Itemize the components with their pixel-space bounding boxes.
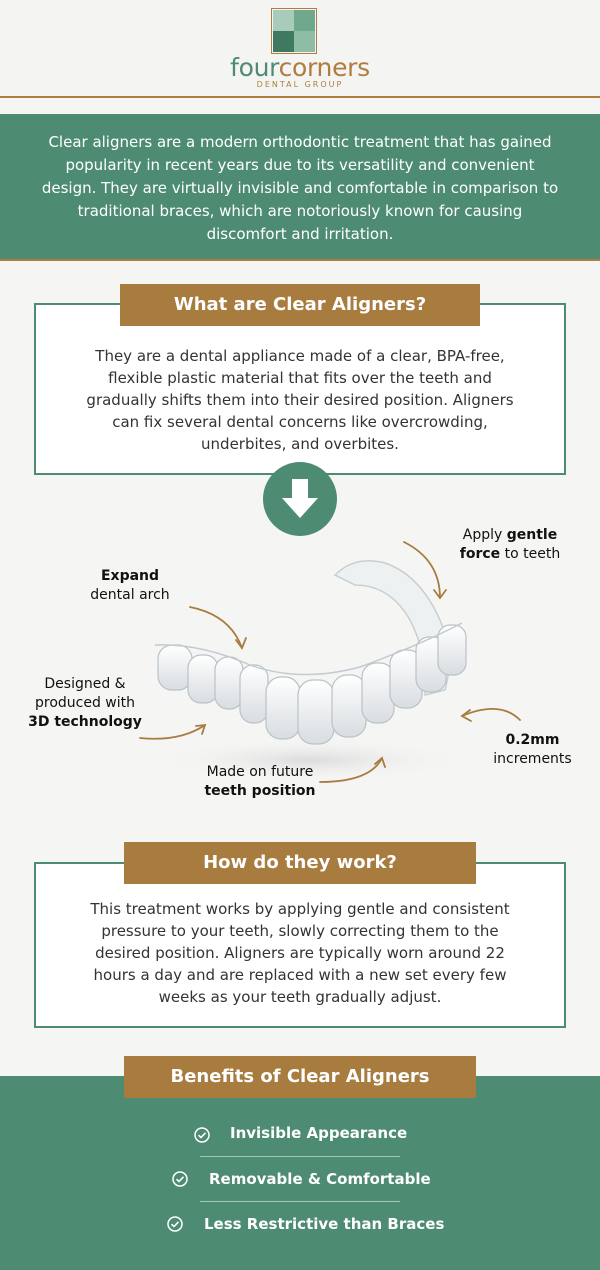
aligner-illustration: [150, 560, 470, 782]
check-circle-icon: [194, 1127, 210, 1143]
label-designed: Designed & produced with 3D technology: [10, 675, 160, 732]
what-box: They are a dental appliance made of a cl…: [34, 303, 566, 475]
header-divider: [0, 96, 600, 98]
brand-name-part2: corners: [278, 53, 371, 82]
label-designed-line2: produced with: [34, 695, 135, 711]
benefit-item-less-restrictive: Less Restrictive than Braces: [204, 1215, 445, 1233]
check-circle-icon: [167, 1216, 183, 1232]
how-box: This treatment works by applying gentle …: [34, 862, 566, 1028]
brand-subtitle: DENTAL GROUP: [256, 80, 344, 89]
label-apply-pre: Apply: [462, 527, 507, 543]
benefit-divider: [200, 1201, 400, 1202]
label-apply-bold1: gentle: [506, 527, 558, 543]
label-apply-rest: to teeth: [500, 546, 561, 562]
label-expand: Expand dental arch: [60, 567, 200, 605]
label-made: Made on future teeth position: [185, 763, 335, 801]
benefits-section: Benefits of Clear Aligners Invisible App…: [0, 1056, 600, 1270]
label-designed-line1: Designed &: [44, 676, 126, 692]
label-increments-bold: 0.2mm: [505, 732, 560, 748]
label-made-bold: teeth position: [204, 783, 316, 799]
label-apply-bold2: force: [459, 546, 501, 562]
pointer-arrows: [139, 541, 521, 783]
benefit-divider: [200, 1156, 400, 1157]
brand-name-part1: four: [230, 53, 279, 82]
intro-text: Clear aligners are a modern orthodontic …: [41, 133, 559, 243]
arrow-down-icon: [263, 462, 337, 536]
label-increments-rest: increments: [493, 751, 572, 767]
intro-divider: [0, 259, 600, 261]
benefits-heading: Benefits of Clear Aligners: [124, 1056, 476, 1098]
brand-name: fourcorners: [0, 54, 600, 82]
label-made-line1: Made on future: [206, 764, 314, 780]
label-expand-rest: dental arch: [90, 587, 170, 603]
label-designed-bold: 3D technology: [28, 714, 142, 730]
what-text: They are a dental appliance made of a cl…: [86, 347, 514, 453]
check-circle-icon: [172, 1171, 188, 1187]
benefit-item-invisible: Invisible Appearance: [230, 1124, 408, 1142]
how-text: This treatment works by applying gentle …: [90, 900, 510, 1006]
intro-band: Clear aligners are a modern orthodontic …: [0, 114, 600, 260]
label-apply: Apply gentle force to teeth: [440, 526, 580, 564]
label-expand-bold: Expand: [100, 568, 160, 584]
label-increments: 0.2mm increments: [470, 731, 595, 769]
how-heading: How do they work?: [124, 842, 476, 884]
what-heading: What are Clear Aligners?: [120, 284, 480, 326]
logo-mark: [271, 8, 317, 54]
benefit-item-removable: Removable & Comfortable: [209, 1170, 431, 1188]
